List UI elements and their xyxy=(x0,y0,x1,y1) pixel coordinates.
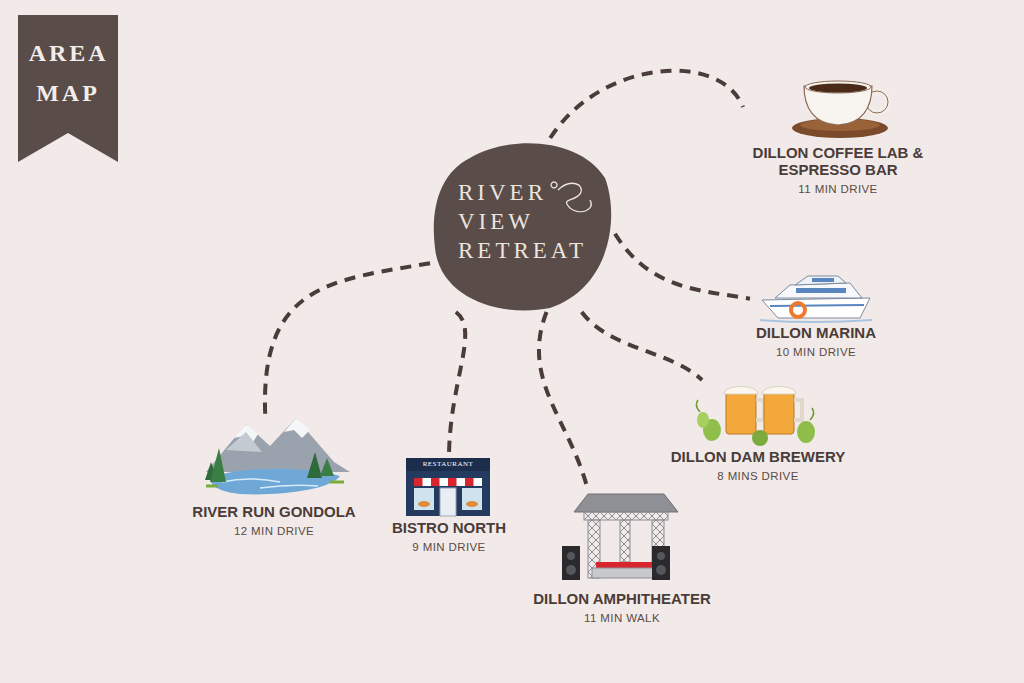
dashed-route xyxy=(550,71,743,138)
place-name: DILLON DAM BREWERY xyxy=(671,448,845,465)
retreat-name: RIVER VIEW RETREAT xyxy=(458,178,587,265)
dashed-route xyxy=(449,312,465,455)
place-marker: RIVER RUN GONDOLA 12 MIN DRIVE xyxy=(186,415,361,540)
swirl-ornament xyxy=(551,182,591,212)
blob-outline xyxy=(434,143,611,310)
travel-time: 11 MIN DRIVE xyxy=(749,182,927,196)
place-marker: DILLON DAM BREWERY 8 MINS DRIVE xyxy=(665,380,851,485)
place-marker: DILLON COFFEE LAB & ESPRESSO BAR 11 MIN D… xyxy=(743,68,933,198)
dashed-route xyxy=(615,234,750,299)
ribbon-banner: AREA MAP xyxy=(18,15,118,162)
place-name: DILLON AMPHITHEATER xyxy=(533,590,711,607)
yacht-icon xyxy=(760,276,872,322)
travel-time: 12 MIN DRIVE xyxy=(192,524,355,538)
place-name: DILLON COFFEE LAB & ESPRESSO BAR xyxy=(749,144,927,178)
place-marker: BISTRO NORTH 9 MIN DRIVE xyxy=(386,455,512,556)
dashed-route xyxy=(582,312,702,380)
place-name: DILLON MARINA xyxy=(756,324,876,341)
travel-time: 8 MINS DRIVE xyxy=(671,469,845,483)
dashed-route xyxy=(265,263,430,415)
travel-time: 11 MIN WALK xyxy=(533,611,711,625)
travel-time: 9 MIN DRIVE xyxy=(392,540,506,554)
place-name: BISTRO NORTH xyxy=(392,519,506,536)
stage-icon xyxy=(562,494,678,580)
place-marker: DILLON MARINA 10 MIN DRIVE xyxy=(750,272,882,361)
dashed-route xyxy=(539,312,588,490)
retreat-blob: RIVER VIEW RETREAT xyxy=(430,138,615,312)
place-name: RIVER RUN GONDOLA xyxy=(192,503,355,520)
ribbon-outline xyxy=(18,15,118,162)
map-heading: AREA MAP xyxy=(29,15,108,113)
coffee-icon xyxy=(792,81,888,138)
place-marker: DILLON AMPHITHEATER 11 MIN WALK xyxy=(527,490,717,627)
mountain-icon xyxy=(205,418,350,494)
travel-time: 10 MIN DRIVE xyxy=(756,345,876,359)
restaurant-icon xyxy=(406,458,490,516)
sign-text: RESTAURANT xyxy=(423,460,474,468)
beer-icon xyxy=(696,387,815,447)
